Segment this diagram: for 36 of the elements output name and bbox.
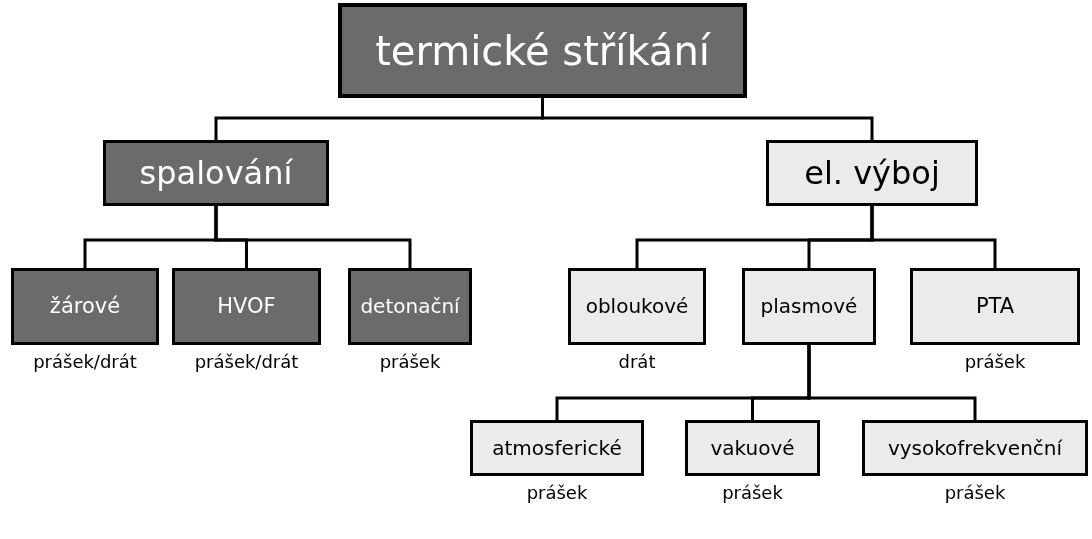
connector-line [870, 206, 997, 268]
box-label: termické stříkání [375, 26, 710, 76]
material-note: drát [618, 351, 656, 374]
box-label: plasmové [760, 294, 858, 319]
category-box [11, 268, 159, 345]
material-note: prášek [379, 351, 441, 374]
category-box [742, 268, 876, 345]
category-box [685, 420, 820, 476]
material-note: prášek/drát [33, 351, 137, 374]
box-label: vysokofrekvenční [887, 435, 1063, 461]
category-box [103, 140, 329, 206]
category-box [766, 140, 978, 206]
connector-line [214, 206, 412, 268]
material-note: prášek [944, 482, 1006, 505]
material-note: prášek [964, 351, 1026, 374]
category-box [172, 268, 321, 345]
connector-line [541, 98, 874, 140]
box-label: atmosferické [492, 435, 622, 461]
box-label: spalování [139, 153, 293, 193]
category-box [862, 420, 1088, 476]
category-box [348, 268, 472, 345]
category-box [470, 420, 644, 476]
material-note: prášek [722, 482, 783, 505]
box-label: detonační [360, 294, 460, 319]
connector-line [807, 345, 977, 420]
box-label: vakuové [710, 435, 795, 461]
box-label: HVOF [217, 293, 276, 320]
box-label: obloukové [585, 294, 689, 319]
box-label: žárové [49, 293, 121, 320]
category-box [568, 268, 706, 345]
box-label: PTA [975, 293, 1015, 320]
box-label: el. výboj [804, 153, 940, 193]
category-box [910, 268, 1080, 345]
material-note: prášek/drát [194, 351, 299, 374]
material-note: prášek [526, 482, 588, 505]
category-box [338, 3, 747, 98]
